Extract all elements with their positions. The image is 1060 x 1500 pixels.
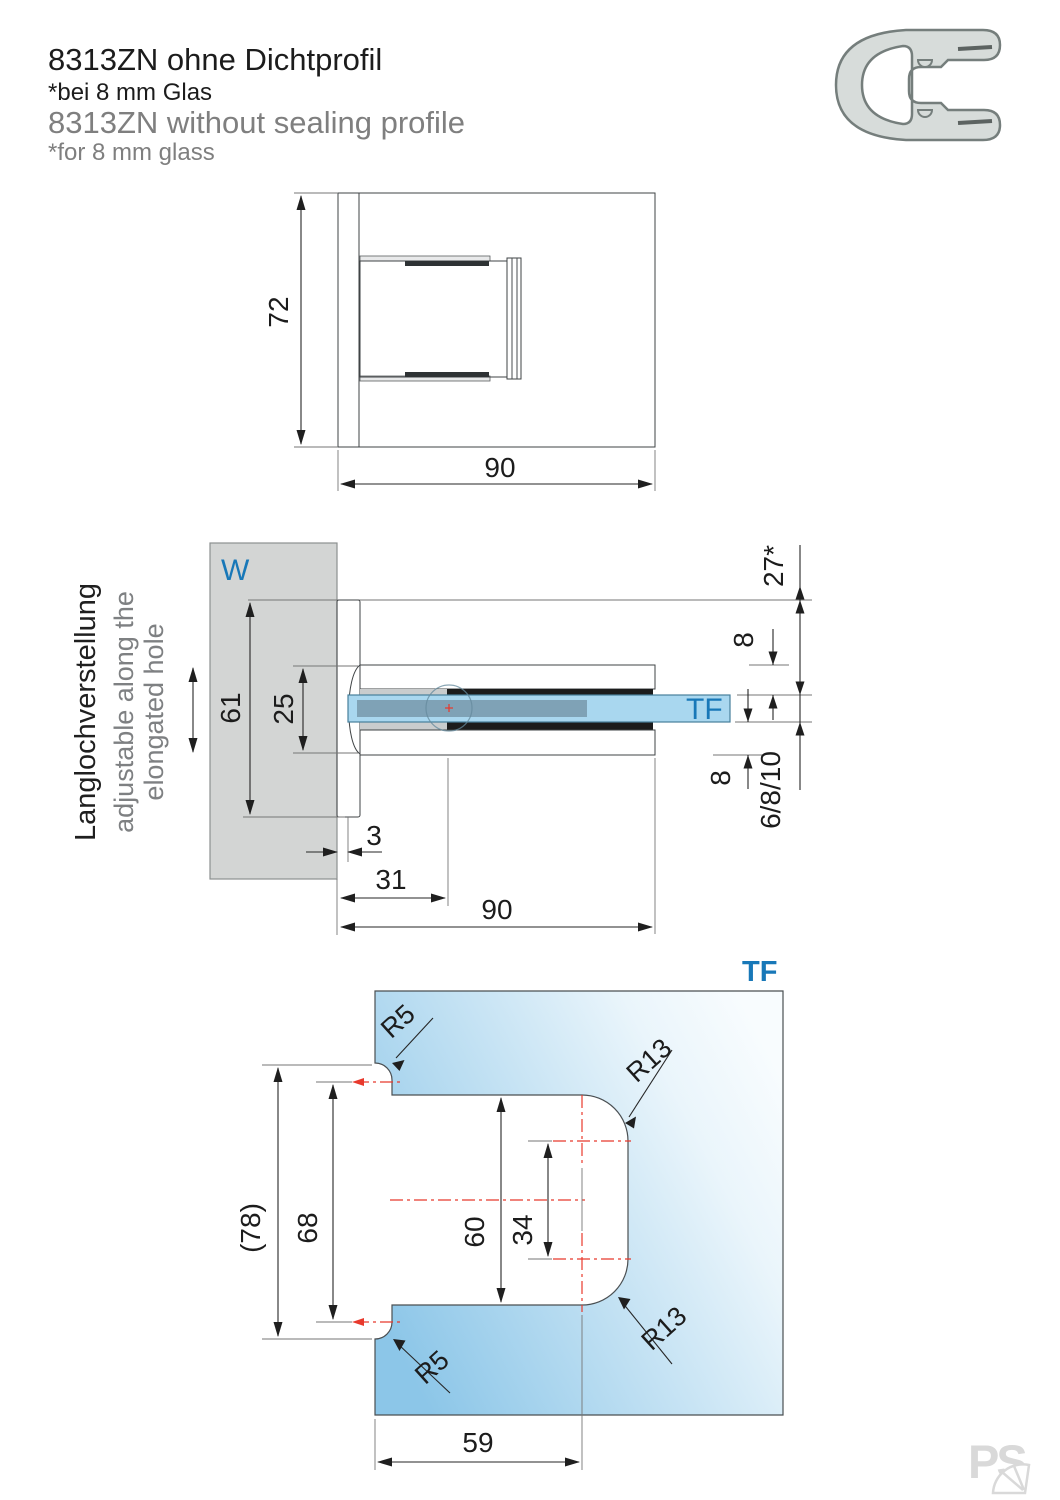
hinge-front-edge-strip: [337, 192, 360, 448]
hinge-front-side-plates: [506, 257, 522, 380]
note-german: Langlochverstellung: [70, 583, 102, 841]
cutout-dim-68-label: 68: [292, 1212, 323, 1243]
side-dim-right-stack: 27* 8 8 6/8/10: [705, 545, 812, 829]
wall-label: W: [221, 554, 250, 587]
side-dim-31-label: 31: [375, 864, 406, 895]
title-german: 8313ZN ohne Dichtprofil: [48, 42, 383, 77]
front-dim-width-label: 90: [484, 452, 515, 483]
centerlines: [352, 1078, 631, 1326]
cutout-dim-59-label: 59: [462, 1427, 493, 1458]
cutout-dim-78-label: (78): [235, 1203, 266, 1253]
clamp-bottom: [359, 729, 656, 756]
gasket-top: [447, 689, 653, 697]
side-dim-27-label: 27*: [758, 545, 789, 587]
side-dim-90: 90: [340, 758, 656, 934]
glass-profile-icon: [834, 28, 1002, 142]
side-dim-3: 3: [306, 817, 382, 935]
hinge-front-body: [359, 260, 508, 378]
pivot-circle: [425, 684, 473, 732]
glass-section-label: TF: [686, 693, 723, 726]
side-dim-25-label: 25: [268, 693, 299, 724]
gasket-bottom: [447, 722, 653, 730]
wall: [209, 542, 338, 880]
cutout-dim-60-label: 60: [459, 1216, 490, 1247]
side-dim-61-label: 61: [215, 692, 246, 723]
cutout-dim-60: 60: [459, 1097, 506, 1303]
side-dim-glass-thickness-label: 6/8/10: [755, 751, 786, 829]
front-dim-height-label: 72: [263, 296, 294, 327]
subtitle-english: *for 8 mm glass: [48, 139, 215, 166]
front-dim-height: 72: [263, 192, 338, 448]
side-dim-31: 31: [340, 758, 449, 906]
cutout-dim-59: 59: [374, 1315, 583, 1470]
side-dim-8-bottom-label: 8: [705, 770, 736, 786]
note-english-2: elongated hole: [139, 623, 169, 800]
title-english: 8313ZN without sealing profile: [48, 105, 466, 140]
cutout-dim-68: 68: [292, 1081, 352, 1323]
glass-pane-label: TF: [742, 956, 777, 988]
front-dim-width: 90: [337, 450, 656, 491]
ps-watermark-logo: PS: [968, 1434, 1054, 1498]
cutout-dim-34: 34: [507, 1140, 553, 1260]
ps-fan-icon: [991, 1463, 1031, 1495]
side-dim-3-label: 3: [366, 820, 382, 851]
side-view: W TF Langlochverstellung adjustable alon…: [70, 542, 812, 935]
cutout-dim-78: (78): [235, 1064, 372, 1340]
clamp-top: [359, 664, 656, 690]
subtitle-german: *bei 8 mm Glas: [48, 79, 213, 106]
cutout-dim-34-label: 34: [507, 1214, 538, 1245]
side-dim-90-label: 90: [481, 894, 512, 925]
side-dim-61: 61: [215, 602, 345, 818]
side-dim-8-top-label: 8: [728, 632, 759, 648]
front-view: 72 90: [263, 192, 656, 491]
cutout-view: TF (78): [235, 956, 784, 1470]
side-dim-25: 25: [268, 665, 358, 754]
note-english-1: adjustable along the: [109, 591, 139, 833]
hinge-front-plate: [337, 192, 656, 448]
